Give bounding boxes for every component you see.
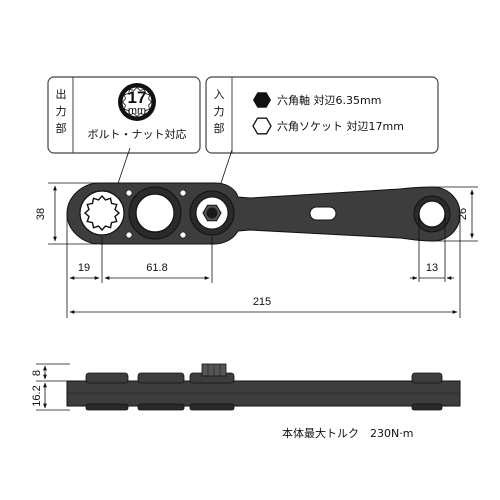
output-label-char-3: 部: [56, 121, 67, 135]
output-size-number: 17: [128, 88, 147, 107]
filled-hexagon-icon: [253, 92, 271, 108]
wrench-side-view: [66, 363, 461, 411]
output-caption: ボルト・ナット対応: [88, 127, 187, 141]
dim-side-bottom-label: 16.2: [31, 385, 43, 406]
dim-head-height-label: 26: [457, 208, 469, 220]
wrench-top-view: [66, 182, 461, 245]
input-label-char-2: 力: [214, 105, 225, 118]
twelve-point-socket-icon: [118, 83, 156, 121]
output-socket: [79, 190, 125, 236]
dim-height-label: 38: [35, 208, 47, 220]
input-line-2-text: 六角ソケット 対辺17mm: [277, 119, 404, 133]
dim-overall-length-label: 215: [253, 296, 271, 308]
input-callout-box: 入 力 部 六角軸 対辺6.35mm 六角ソケット 対辺17mm: [205, 76, 439, 154]
output-size-unit: mm: [128, 105, 146, 117]
dim-end-diameter-label: 13: [426, 262, 438, 274]
pin-hole: [179, 231, 187, 239]
pin-hole: [125, 189, 133, 197]
dim-spacing-label: 61.8: [146, 262, 167, 274]
input-line-1-text: 六角軸 対辺6.35mm: [277, 93, 381, 107]
input-label-char-1: 入: [214, 88, 225, 101]
middle-gear: [128, 186, 182, 240]
dimension-lines-top: [48, 182, 478, 318]
pin-hole: [125, 231, 133, 239]
pin-hole: [179, 189, 187, 197]
output-label-char-2: 力: [56, 105, 67, 118]
output-label-char-1: 出: [56, 87, 67, 101]
input-label-char-3: 部: [214, 121, 225, 135]
handle-slot: [309, 206, 337, 221]
output-callout-box: 出 力 部 17 mm ボルト・ナット対応: [47, 76, 201, 154]
dim-offset-label: 19: [78, 262, 90, 274]
dimension-lines-side: [36, 363, 70, 411]
input-drive: [189, 190, 235, 236]
dim-side-top-label: 8: [31, 370, 43, 376]
torque-note: 本体最大トルク 230N·m: [282, 426, 413, 440]
outline-hexagon-icon: [252, 117, 272, 135]
